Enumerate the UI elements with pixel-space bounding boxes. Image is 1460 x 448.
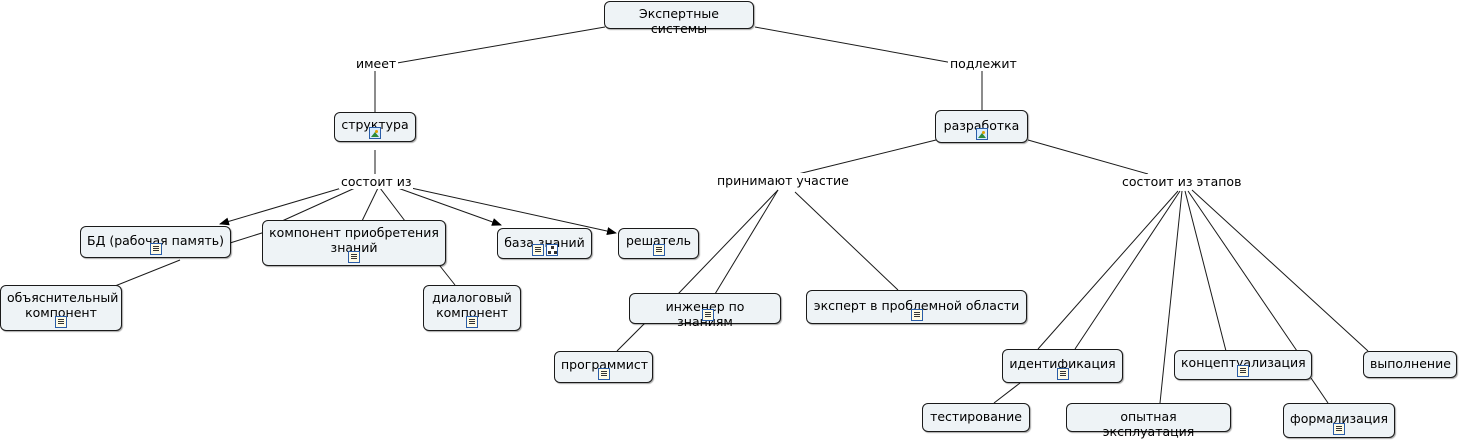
link-label-consists-of: состоит из (339, 174, 414, 189)
concept-conceptualization[interactable]: концептуализация (1174, 350, 1312, 380)
concept-db[interactable]: БД (рабочая память) (80, 226, 231, 258)
concept-label: БД (рабочая память) (87, 233, 224, 248)
concept-label: эксперт в проблемной области (813, 298, 1020, 313)
concept-label: диалоговый компонент (432, 290, 512, 320)
concept-label: тестирование (930, 409, 1022, 424)
concept-testing[interactable]: тестирование (922, 403, 1030, 432)
concept-label: инженер по знаниям (665, 299, 745, 329)
concept-label: формализация (1290, 411, 1388, 426)
concept-root[interactable]: Экспертные системы (604, 1, 754, 36)
document-icon[interactable] (910, 309, 923, 321)
concept-execution[interactable]: выполнение (1363, 351, 1457, 378)
document-icon[interactable] (652, 244, 665, 256)
document-icon[interactable] (149, 243, 162, 255)
document-icon[interactable] (55, 316, 67, 328)
concept-label: концептуализация (1181, 355, 1306, 370)
link-label-has: имеет (354, 56, 399, 71)
image-icon[interactable] (369, 127, 381, 139)
concept-map-icon[interactable] (545, 244, 558, 256)
concept-label: идентификация (1009, 356, 1116, 371)
concept-engineer[interactable]: инженер по знаниям (629, 293, 781, 329)
concept-trial-operation[interactable]: опытная эксплуатация (1066, 403, 1231, 439)
concept-identification[interactable]: идентификация (1002, 349, 1123, 383)
concept-structure[interactable]: структура (334, 112, 416, 142)
concept-label: база знаний (504, 235, 585, 250)
concept-formalization[interactable]: формализация (1283, 403, 1395, 438)
document-icon[interactable] (1056, 368, 1069, 380)
concept-label: решатель (625, 233, 692, 248)
link-label-stages: состоит из этапов (1120, 174, 1244, 189)
concept-knowledge-acquisition[interactable]: компонент приобретения знаний (262, 220, 446, 266)
concept-label: опытная эксплуатация (1102, 409, 1195, 439)
document-icon[interactable] (531, 244, 544, 256)
concept-programmer[interactable]: программист (554, 351, 653, 383)
image-icon[interactable] (975, 128, 988, 140)
concept-label: структура (341, 117, 409, 132)
document-icon[interactable] (466, 316, 478, 328)
document-icon[interactable] (701, 309, 714, 321)
concept-label: компонент приобретения знаний (269, 225, 439, 255)
concept-development[interactable]: разработка (935, 110, 1028, 143)
document-icon[interactable] (1237, 365, 1249, 377)
concept-label: выполнение (1370, 356, 1451, 371)
concept-label: Экспертные системы (639, 6, 719, 36)
concept-knowledge-base[interactable]: база знаний (497, 228, 592, 259)
document-icon[interactable] (597, 368, 610, 380)
concept-solver[interactable]: решатель (618, 228, 699, 259)
concept-dialog[interactable]: диалоговый компонент (423, 285, 521, 331)
document-icon[interactable] (348, 251, 360, 263)
concept-label: объяснительный компонент (7, 290, 119, 320)
concept-label: разработка (943, 118, 1020, 133)
link-label-participate: принимают участие (715, 173, 851, 188)
link-label-subject-to: подлежит (948, 56, 1019, 71)
concept-expert[interactable]: эксперт в проблемной области (806, 290, 1027, 324)
concept-label: программист (561, 357, 649, 372)
concept-explanatory[interactable]: объяснительный компонент (0, 285, 122, 331)
document-icon[interactable] (1333, 423, 1345, 435)
